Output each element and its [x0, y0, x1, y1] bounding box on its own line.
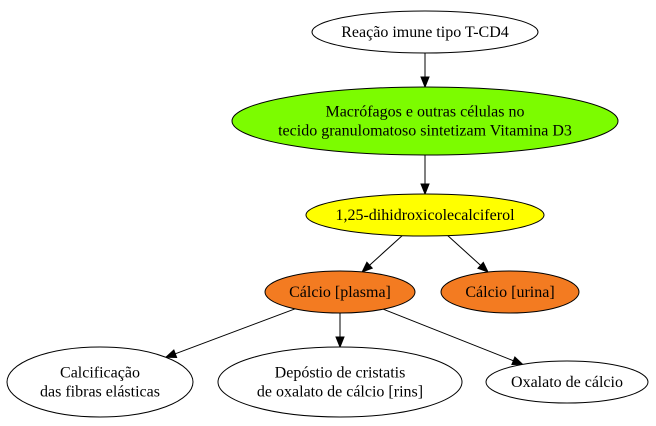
node-oxalato-calcio: Oxalato de cálcio	[485, 360, 649, 404]
node-label: Oxalato de cálcio	[511, 374, 623, 391]
edge-node-calcio-plasma-to-node-calcificacao	[164, 308, 296, 359]
node-label: tecido granulomatoso sintetizam Vitamina…	[278, 123, 572, 140]
node-label: das fibras elásticas	[40, 384, 160, 401]
node-label: de oxalato de cálcio [rins]	[257, 384, 423, 401]
node-shape	[485, 360, 649, 404]
node-reacao-imune: Reação imune tipo T-CD4	[311, 10, 539, 54]
node-shape	[311, 10, 539, 54]
edges-layer	[164, 53, 524, 365]
edge-node-macrofagos-to-node-dihidroxicolecalciferol	[420, 155, 430, 196]
node-shape	[264, 270, 416, 314]
node-label: Reação imune tipo T-CD4	[341, 24, 509, 41]
node-shape	[440, 270, 580, 314]
node-calcio-plasma: Cálcio [plasma]	[264, 270, 416, 314]
arrowhead-icon	[361, 261, 374, 273]
node-dihidroxicolecalciferol: 1,25-dihidroxicolecalciferol	[305, 193, 545, 237]
arrowhead-icon	[511, 356, 524, 365]
edge-node-calcio-plasma-to-node-oxalato-calcio	[383, 308, 524, 365]
node-label: Cálcio [plasma]	[289, 284, 391, 301]
node-calcio-urina: Cálcio [urina]	[440, 270, 580, 314]
edge-node-calcio-plasma-to-node-deposito-cristais	[335, 313, 345, 349]
edge-line	[383, 308, 514, 362]
arrowhead-icon	[164, 349, 178, 359]
node-label: Macrófagos e outras células no	[325, 104, 524, 121]
edge-node-dihidroxicolecalciferol-to-node-calcio-plasma	[361, 235, 403, 273]
arrowhead-icon	[420, 76, 430, 89]
node-shape	[6, 346, 194, 418]
node-shape	[305, 193, 545, 237]
node-label: Cálcio [urina]	[465, 284, 554, 301]
node-shape	[217, 346, 463, 418]
node-label: Depóstio de cristatis	[275, 365, 406, 382]
edge-node-reacao-imune-to-node-macrofagos	[420, 53, 430, 89]
edge-line	[447, 235, 481, 266]
arrowhead-icon	[335, 336, 345, 349]
arrowhead-icon	[477, 261, 490, 273]
node-calcificacao: Calcificação das fibras elásticas	[6, 346, 194, 418]
node-label: Calcificação	[60, 365, 140, 382]
node-deposito-cristais: Depóstio de cristatis de oxalato de cálci…	[217, 346, 463, 418]
edge-node-dihidroxicolecalciferol-to-node-calcio-urina	[447, 235, 490, 273]
node-shape	[231, 86, 619, 156]
node-label: 1,25-dihidroxicolecalciferol	[335, 207, 515, 224]
arrowhead-icon	[420, 183, 430, 196]
edge-line	[369, 235, 403, 266]
edge-line	[175, 308, 296, 355]
node-macrofagos: Macrófagos e outras células no tecido gra…	[231, 86, 619, 156]
